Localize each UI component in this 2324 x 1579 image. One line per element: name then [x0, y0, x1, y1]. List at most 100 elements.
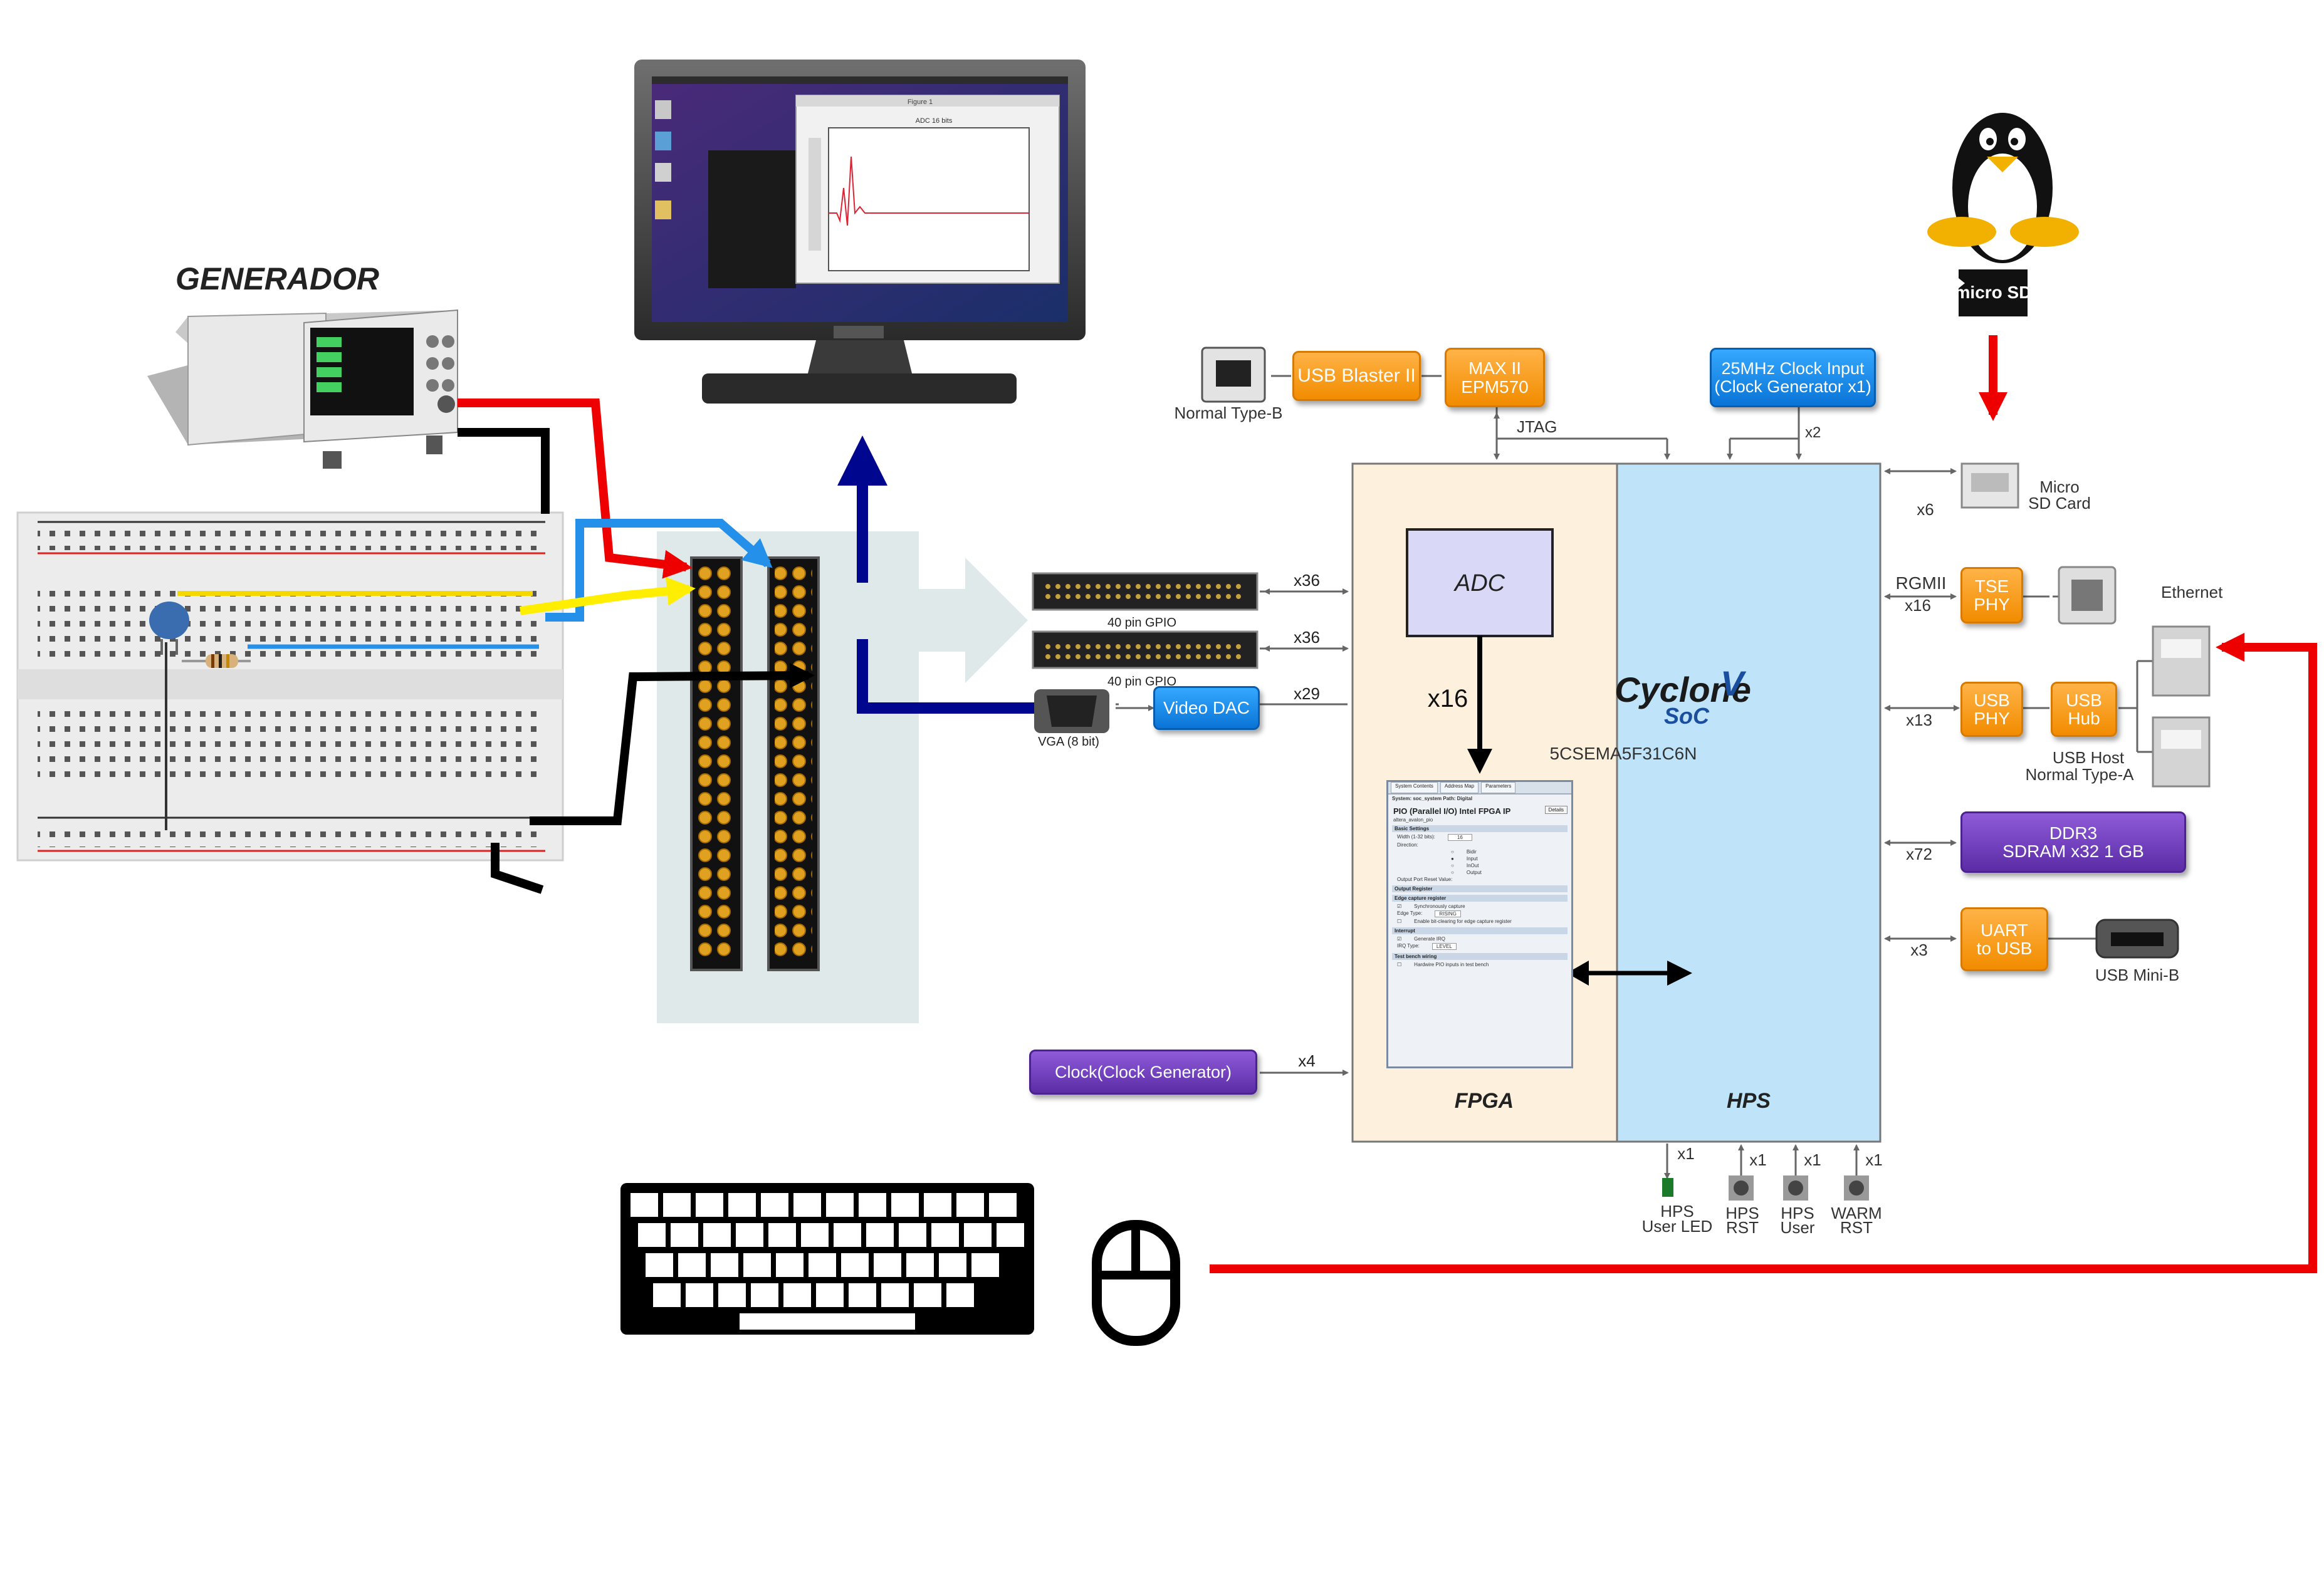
tab-address-map[interactable]: Address Map: [1440, 782, 1479, 793]
usb-type-a-icon-2: [2152, 716, 2211, 788]
details-button[interactable]: Details: [1544, 806, 1568, 814]
rst-x1: x1: [1749, 1150, 1766, 1169]
ethernet-bus-width: x16: [1905, 596, 1931, 615]
gpio-1-label: 40 pin GPIO: [1107, 616, 1176, 630]
edge-type-row: Edge Type:RISING: [1388, 910, 1571, 918]
keyboard-key: [751, 1283, 778, 1307]
direction-row: Direction:: [1388, 842, 1571, 848]
keyboard-key: [899, 1223, 926, 1247]
tab-system-contents[interactable]: System Contents: [1391, 782, 1438, 793]
width-input[interactable]: 16: [1447, 834, 1472, 841]
video-dac-block: Video DAC: [1153, 686, 1260, 730]
keyboard-key: [826, 1193, 854, 1217]
hps-user-label-2: User: [1781, 1218, 1815, 1237]
clock-input-label-1: 25MHz Clock Input: [1721, 359, 1865, 378]
warm-rst-label-2: RST: [1840, 1218, 1873, 1237]
hps-led-label-2: User LED: [1642, 1217, 1713, 1236]
bus-lines: [1116, 375, 2153, 1179]
keyboard-spacebar: [740, 1313, 915, 1330]
keyboard-key: [964, 1223, 992, 1247]
direction-label: Direction:: [1397, 842, 1418, 848]
edge-type-select[interactable]: RISING: [1435, 910, 1461, 917]
vga-label: VGA (8 bit): [1038, 735, 1099, 749]
adc-label: ADC: [1453, 570, 1505, 597]
gpio-header-right: [767, 556, 820, 971]
hps-led-icon: [1662, 1178, 1673, 1197]
generate-irq-checkbox[interactable]: ☑ Generate IRQ: [1397, 936, 1445, 942]
keyboard-key: [663, 1193, 691, 1217]
edge-capture-header: Edge capture register: [1392, 895, 1568, 902]
adc-block: [1406, 528, 1554, 637]
ethernet-label: Ethernet: [2161, 583, 2223, 602]
tse-label-1: TSE: [1974, 576, 2009, 596]
keyboard-key: [718, 1283, 746, 1307]
tab-parameters[interactable]: Parameters: [1481, 782, 1516, 793]
generator-label: GENERADOR: [175, 261, 379, 296]
dir-output[interactable]: ○ Output: [1451, 870, 1482, 875]
uart-usb-block: UART to USB: [1960, 907, 2048, 971]
usb-host-label-2: Normal Type-A: [2026, 765, 2135, 784]
bit-clear-checkbox[interactable]: ☐ Enable bit-clearing for edge capture r…: [1397, 919, 1512, 924]
keyboard-key: [971, 1253, 999, 1277]
pio-subtitle: altera_avalon_pio: [1393, 817, 1433, 823]
keyboard-mouse-usb-link: [1210, 633, 2317, 1273]
dir-inout[interactable]: ○ InOut: [1451, 863, 1479, 868]
width-row: Width (1-32 bits):16: [1388, 833, 1571, 842]
gpio-header-left: [690, 556, 743, 971]
clock-input-label-2: (Clock Generator x1): [1714, 377, 1871, 396]
warm-rst-button-icon: [1844, 1175, 1869, 1201]
irq-type-select[interactable]: LEVEL: [1432, 943, 1457, 950]
keyboard-key: [939, 1253, 966, 1277]
sd-brand-text: micro SD: [1955, 283, 2032, 302]
basic-settings-header: Basic Settings: [1392, 825, 1568, 832]
keyboard-key: [874, 1253, 901, 1277]
normal-type-b-label: Normal Type-B: [1175, 404, 1283, 422]
gpio2-width: x36: [1294, 628, 1320, 647]
usb-type-a-icon-1: [2152, 625, 2211, 697]
usb-hub-label-2: Hub: [2068, 709, 2100, 728]
irq-type-row: IRQ Type:LEVEL: [1388, 942, 1571, 951]
sd-slot-icon: [1960, 462, 2019, 509]
vga-connector-icon: [1034, 689, 1109, 733]
clock-width: x4: [1298, 1051, 1315, 1070]
usb-hub-block: USB Hub: [2051, 682, 2117, 737]
keyboard-key: [989, 1193, 1017, 1217]
usb-host-label-1: USB Host: [2053, 748, 2125, 767]
ddr-bus-width: x72: [1906, 845, 1932, 863]
hps-rst-button-icon: [1729, 1175, 1754, 1201]
cyclone-v-mark: V: [1720, 664, 1747, 703]
keyboard-key: [997, 1223, 1024, 1247]
keyboard-key: [956, 1193, 984, 1217]
dir-input[interactable]: ● Input: [1451, 856, 1478, 862]
reset-row: Output Port Reset Value:: [1388, 876, 1571, 883]
clock-x2-label: x2: [1805, 424, 1821, 441]
mouse-icon: [1092, 1220, 1180, 1346]
keyboard-key: [914, 1283, 941, 1307]
hps-led-label-1: HPS: [1660, 1202, 1693, 1221]
keyboard-key: [809, 1253, 836, 1277]
uart-bus-width: x3: [1910, 941, 1927, 959]
gpio-flow-arrow: [919, 558, 1028, 683]
keyboard-key: [793, 1193, 821, 1217]
keyboard-key: [686, 1283, 713, 1307]
max2-label-2: EPM570: [1461, 377, 1529, 397]
ddr3-label-1: DDR3: [2049, 823, 2098, 843]
figure-window-title: Figure 1: [908, 98, 933, 106]
cyclone-logo-text: Cyclone: [1615, 670, 1751, 709]
hardwire-checkbox[interactable]: ☐ Hardwire PIO inputs in test bench: [1397, 962, 1489, 967]
plot-title: ADC 16 bits: [916, 117, 953, 125]
gpio-connector-2: [1032, 630, 1259, 669]
breadboard-icon: [16, 511, 564, 862]
keyboard-key: [946, 1283, 974, 1307]
sync-capture-checkbox[interactable]: ☑ Synchronously capture: [1397, 904, 1465, 909]
dir-bidir[interactable]: ○ Bidir: [1451, 849, 1477, 855]
led-x1: x1: [1677, 1144, 1694, 1163]
signal-generator-icon: [147, 309, 458, 469]
pio-window-title: PIO (Parallel I/O) Intel FPGA IP: [1393, 806, 1511, 816]
hps-region: [1616, 462, 1882, 1143]
usb-blaster-label: USB Blaster II: [1297, 365, 1416, 387]
keyboard-key: [891, 1193, 919, 1217]
monitor-icon: Figure 1 ADC 16 bits: [634, 60, 1086, 404]
adc-bus-width: x16: [1428, 685, 1468, 712]
